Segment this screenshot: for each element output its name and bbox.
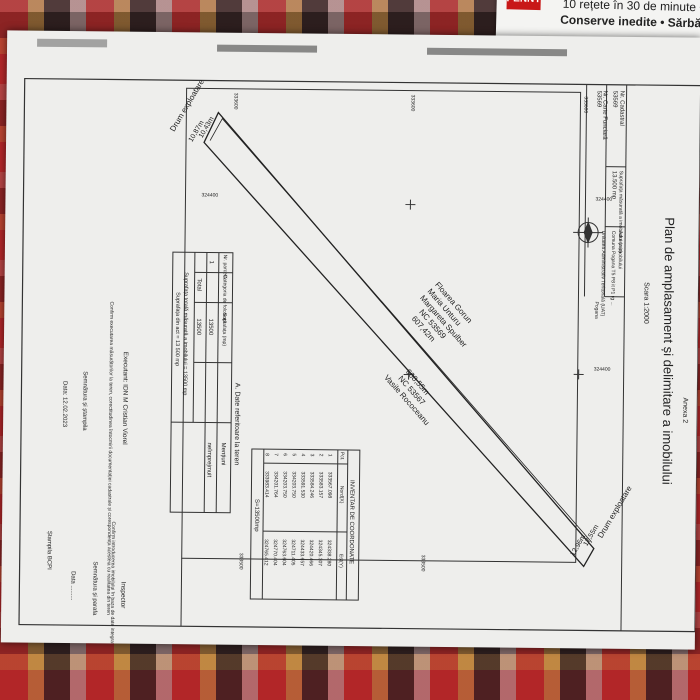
booklet-line-2: Conserve inedite • Sărbătoarea ca	[560, 12, 700, 32]
coord-n: 334203.750	[281, 471, 287, 498]
coord-n: 334201.764	[272, 471, 278, 498]
coordinates-header: Est(Y)	[338, 554, 344, 568]
coord-e: 324763.604	[281, 539, 287, 566]
coordinates-area: S=13500mp	[253, 499, 259, 532]
coordinates-header: Nord(X)	[338, 486, 344, 504]
inspector-signature: Semnătura și parafa	[91, 561, 98, 616]
grid-label-y5: 333500	[420, 555, 426, 572]
coord-n: 333591.530	[299, 471, 305, 498]
grid-label-y2: 333600	[409, 95, 415, 112]
header-divider	[620, 84, 628, 631]
cadastral-plan-drawing: Plan de amplasament și delimitare a imob…	[18, 38, 700, 700]
executant-block: Executant: IDN M Cristian Viorel Confirm…	[61, 301, 129, 615]
coord-n: 334203.750	[290, 471, 296, 498]
neighbor-block: 608,55m NC 53567 Vasile Rococeanu	[382, 367, 431, 427]
grid-label-x1: 324400	[201, 192, 218, 198]
coord-pt: 1	[327, 454, 333, 457]
address-value: Comuna Pogana T5 P8 it P1 rg ...	[609, 231, 616, 306]
grid-label-x2: 324400	[595, 197, 612, 203]
table-a-cell: 13500	[207, 318, 213, 335]
coord-pt: 7	[273, 453, 279, 456]
owners-block: Floarea Gorun Maria Unturu Margareta Spu…	[410, 280, 474, 349]
area-act-text: Suprafața din act = 13 500 mp	[174, 292, 181, 366]
cadastral-plan-sheet: Plan de amplasament și delimitare a imob…	[0, 30, 700, 700]
scan-noise	[426, 47, 568, 57]
table-a-cell: neîmprejmuit	[206, 442, 212, 477]
cadastral-number-label: Nr. Cadastral	[618, 91, 624, 126]
coord-n: 333584.246	[308, 472, 314, 499]
coord-pt: 8	[264, 453, 270, 456]
executant-date: Data: 12.02.2023	[61, 381, 67, 428]
table-a-cell: 1	[208, 260, 214, 264]
inspector-text: Confirm introducerea imobilului în baza …	[108, 521, 116, 649]
scale-label: Scara 1:2000	[642, 282, 649, 324]
coord-e: 324765.412	[263, 539, 269, 566]
coordinates-title: INVENTAR DE COORDONATE	[348, 480, 355, 564]
uat-value: Pogana	[593, 302, 599, 320]
grid-label-x3: 324400	[594, 367, 611, 373]
coord-n: 333567.098	[326, 472, 332, 499]
table-a-header: Nr. parcelă	[222, 255, 228, 279]
coord-pt: 5	[291, 453, 297, 456]
coord-pt: 6	[282, 453, 288, 456]
cadastral-number-value: 53569	[611, 91, 617, 108]
coord-n: 333583.157	[317, 472, 323, 499]
uat-label: Unitatea Administrativ Teritorială (UAT)	[599, 231, 606, 317]
land-book-value: 53569	[595, 91, 601, 108]
document-title: Plan de amplasament și delimitare a imob…	[660, 217, 678, 485]
header-divider	[603, 84, 608, 297]
coordinates-table: INVENTAR DE COORDONATE Pct. Nord(X) Est(…	[249, 448, 361, 601]
measured-area-value: 13.500 mp	[610, 171, 616, 200]
grid-label-y4: 333500	[238, 553, 244, 570]
land-book-label: Nr. Carte Funciară	[601, 91, 608, 141]
brand-logo: PENNY	[506, 0, 541, 11]
inspector-date: Data .........	[69, 571, 75, 601]
scan-noise	[217, 44, 318, 53]
inspector-block: Inspector Confirm introducerea imobilulu…	[46, 521, 127, 700]
map-frame	[181, 87, 582, 563]
address-label: Adresa imobilului	[617, 231, 623, 269]
table-a-total-value: 13500	[195, 318, 201, 335]
executant-title: Executant: IDN M Cristian Viorel	[121, 352, 129, 446]
coord-e: 324770.404	[272, 539, 278, 566]
coord-e: 324338.280	[326, 540, 332, 567]
coordinates-header: Pct.	[339, 452, 345, 461]
executant-text: Confirm executarea măsurătorilor la tere…	[105, 301, 114, 615]
table-a-total-label: Total	[196, 278, 202, 291]
coord-pt: 3	[309, 454, 315, 457]
total-area-text: Suprafața totală măsurată a imobilului =…	[181, 272, 188, 395]
coord-e: 324345.307	[317, 540, 323, 567]
section-a-title: A. Date referitoare la teren	[233, 383, 241, 466]
section-divider	[180, 558, 183, 627]
bcpi-stamp: Ștampila BCPI	[46, 531, 52, 570]
coord-pt: 4	[300, 453, 306, 456]
parcel-outline	[203, 111, 595, 568]
coord-pt: 2	[318, 454, 324, 457]
coordinates-rows: 1 333567.098 324338.280 2 333583.157 324…	[263, 453, 333, 566]
table-a-header: Suprafața (mp)	[221, 313, 227, 347]
coord-e: 324433.657	[299, 539, 305, 566]
road-label-bottom: Drum exploatare	[596, 484, 634, 540]
header-divider	[583, 84, 588, 297]
land-data-section: A. Date referitoare la teren Nr. parcelă…	[169, 251, 241, 514]
coord-e: 324420.466	[308, 540, 314, 567]
grid-label-y1: 333600	[232, 93, 238, 110]
executant-signature: Semnătura și ștampila	[81, 371, 88, 431]
compass-rose-icon	[573, 217, 604, 248]
table-a-header: Categoria de folosință	[221, 275, 228, 324]
table-a-header: Mențiuni	[220, 443, 226, 466]
measured-area-label: Suprafața măsurată a imobilului (mp)	[617, 171, 624, 253]
coord-n: 333983.414	[263, 471, 269, 498]
scan-noise	[37, 38, 108, 48]
outer-frame	[18, 77, 700, 633]
grid-label-y3: 333600	[582, 96, 588, 113]
coord-e: 324711.405	[290, 539, 296, 565]
annex-label: Anexa 2	[681, 397, 688, 423]
inspector-title: Inspector	[119, 582, 126, 610]
